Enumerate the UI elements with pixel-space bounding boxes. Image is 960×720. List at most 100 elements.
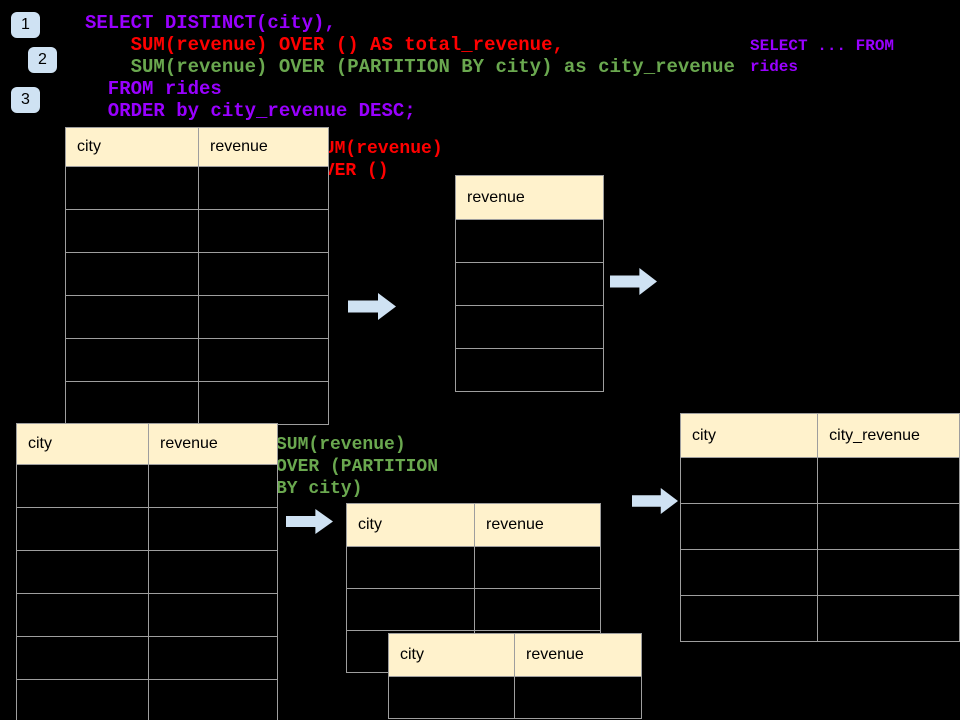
empty-cell [65,338,199,382]
empty-cell [817,549,960,596]
table-row [16,593,278,637]
table-row [16,464,278,508]
empty-cell [198,295,329,339]
empty-cell [65,252,199,296]
empty-cell [474,546,601,589]
empty-cell [65,295,199,339]
code-line: SUM(revenue) [313,139,443,159]
code-line: SUM(revenue) OVER () AS total_revenue, [85,34,564,56]
empty-cell [65,381,199,425]
empty-cell [198,252,329,296]
table-total-revenue: revenue [455,175,604,392]
column-header-revenue: revenue [474,503,601,547]
table-row [388,676,642,719]
column-header-revenue: revenue [455,175,604,220]
empty-cell [514,676,642,719]
empty-cell [198,209,329,253]
table-row [346,588,601,631]
table-row [16,507,278,551]
table-row [65,252,329,296]
table-row [16,679,278,720]
code-line: SELECT ... FROM [750,37,895,55]
column-header-city: city [65,127,199,167]
empty-cell [148,593,278,637]
code-line: ORDER by city_revenue DESC; [85,100,416,122]
code-line: OVER () [313,161,389,181]
table-row [679,503,960,550]
empty-cell [455,348,604,392]
table-row [679,549,960,596]
column-header-revenue: revenue [148,423,278,465]
table-row [679,457,960,504]
arrow-right-icon [286,509,333,534]
code-line: OVER (PARTITION [276,457,439,477]
sql-code: SELECT DISTINCT(city), SUM(revenue) OVER… [85,12,735,122]
empty-cell [346,546,475,589]
empty-cell [148,464,278,508]
empty-cell [65,209,199,253]
code-line: SELECT DISTINCT(city), [85,12,336,34]
column-header-city: city [679,413,819,458]
table-area-total-revenue: revenue [455,175,604,392]
code-line: rides [750,58,799,76]
empty-cell [679,549,819,596]
step-badge-3: 3 [11,87,40,113]
code-line: FROM rides [85,78,222,100]
sql-side-note: SELECT ... FROM rides [750,36,894,78]
table-row [455,348,604,392]
empty-cell [148,679,278,720]
empty-cell [679,595,819,642]
empty-cell [16,464,149,508]
empty-cell [817,457,960,504]
column-header-city_revenue: city_revenue [817,413,960,458]
empty-cell [346,588,475,631]
column-header-revenue: revenue [198,127,329,167]
column-header-city: city [388,633,515,677]
empty-cell [16,550,149,594]
table-row [65,381,329,425]
empty-cell [817,503,960,550]
empty-cell [455,262,604,306]
column-header-revenue: revenue [514,633,642,677]
empty-cell [455,219,604,263]
empty-cell [817,595,960,642]
column-header-city: city [346,503,475,547]
arrow-right-icon [632,488,678,514]
empty-cell [16,507,149,551]
empty-cell [198,381,329,425]
empty-cell [679,457,819,504]
empty-cell [455,305,604,349]
empty-cell [388,676,515,719]
table-row [65,166,329,210]
empty-cell [16,593,149,637]
table-row [16,550,278,594]
step-badge-1: 1 [11,12,40,38]
table-row [65,338,329,382]
empty-cell [16,679,149,720]
empty-cell [148,636,278,680]
empty-cell [198,166,329,210]
empty-cell [474,588,601,631]
annotation-total-revenue: SUM(revenue)OVER () [313,138,443,182]
step-badge-2: 2 [28,47,57,73]
arrow-right-icon [348,293,396,320]
table-row [455,305,604,349]
code-line: BY city) [276,479,363,499]
empty-cell [679,503,819,550]
empty-cell [16,636,149,680]
empty-cell [198,338,329,382]
code-line: SUM(revenue) [276,435,406,455]
table-row [16,636,278,680]
table-row [679,595,960,642]
table-row [346,546,601,589]
